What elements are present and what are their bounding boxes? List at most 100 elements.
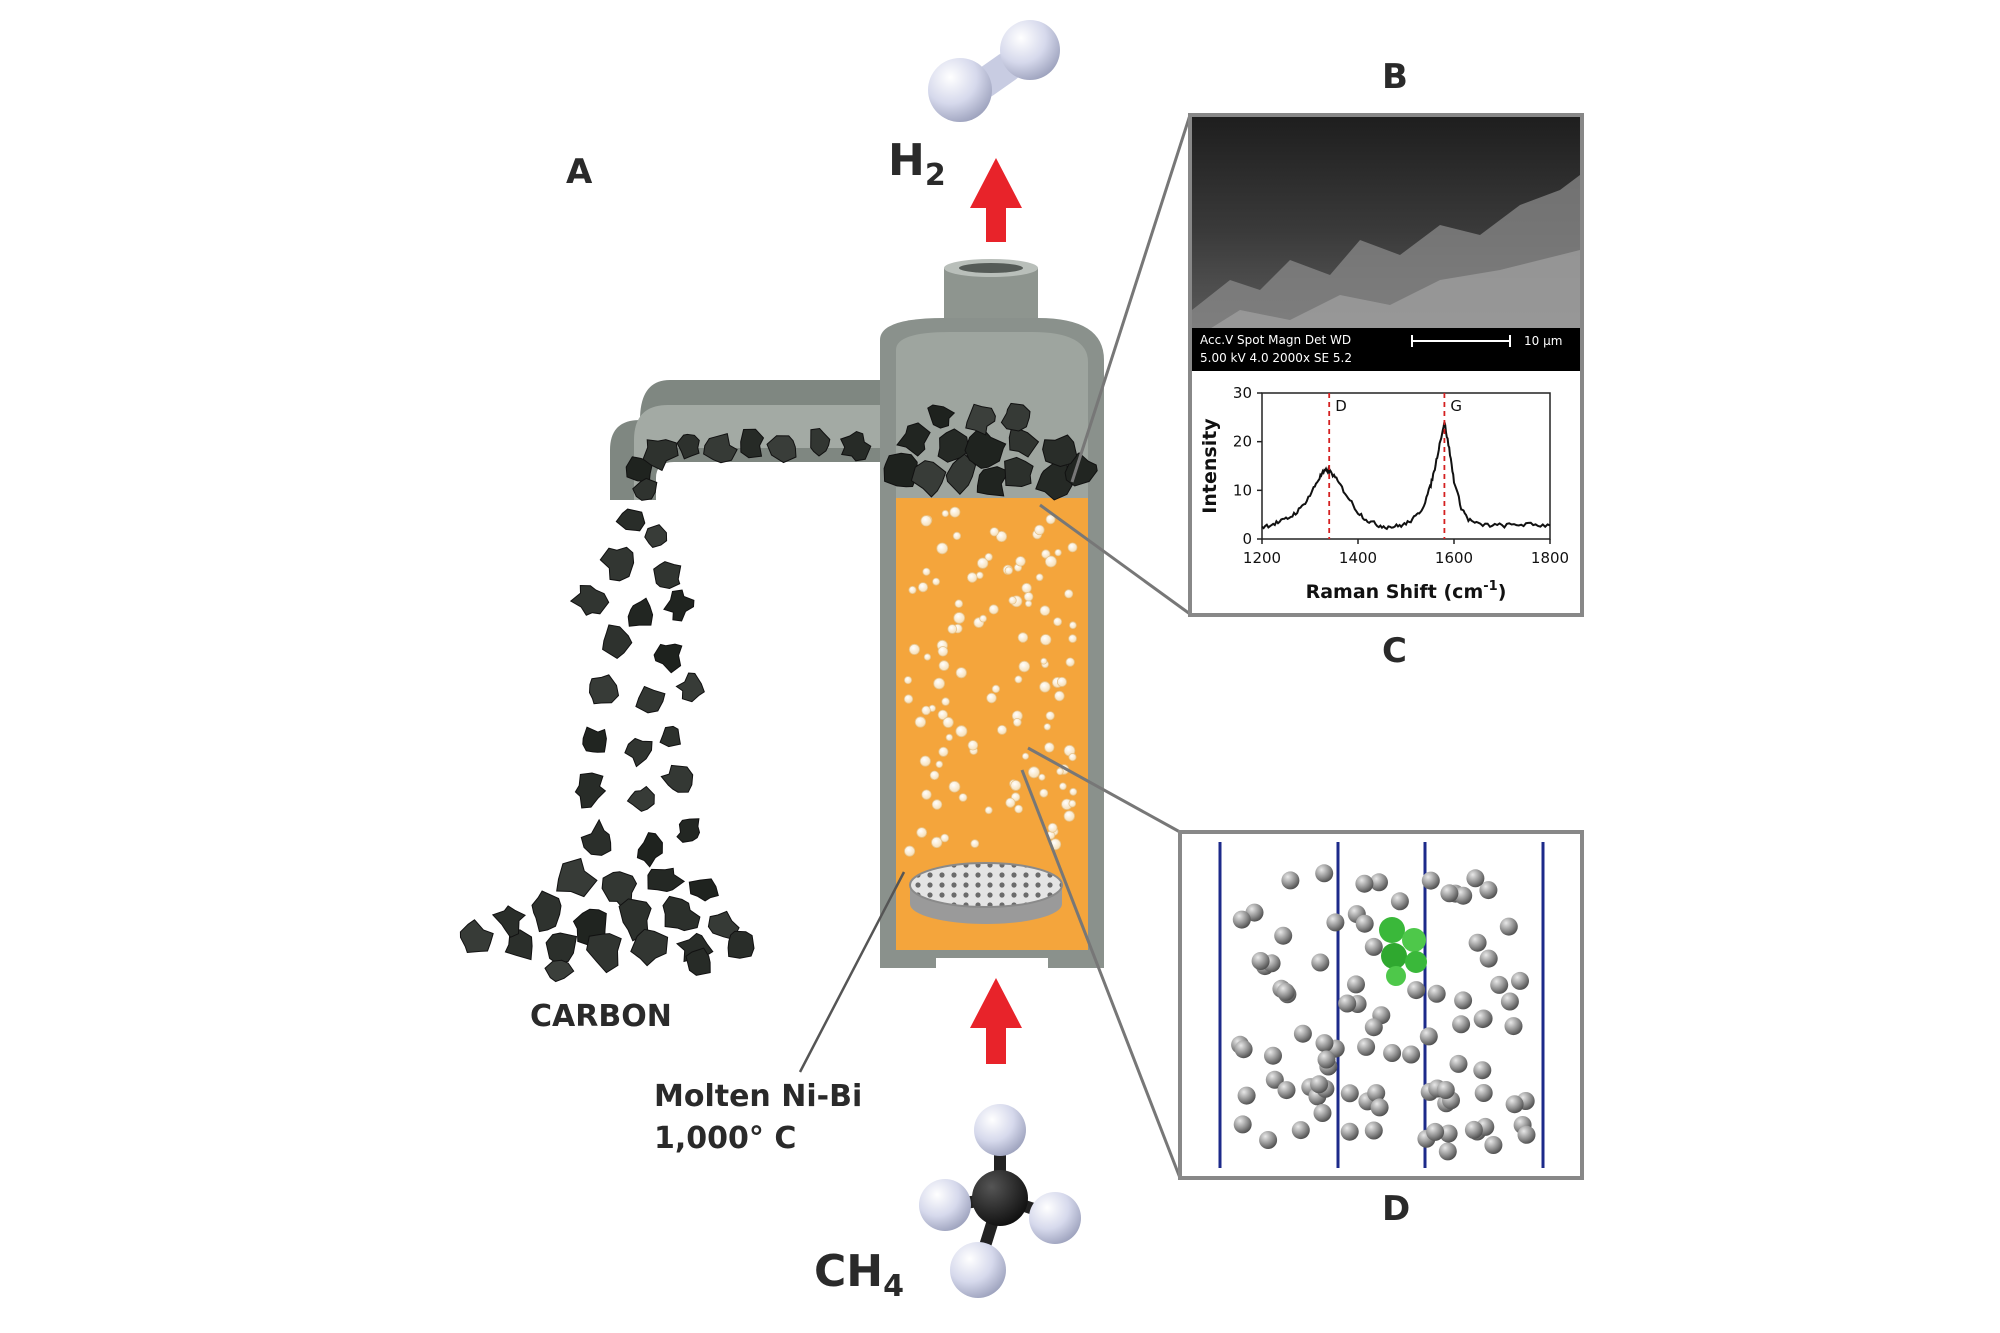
gas-bubble [949,506,961,518]
gas-bubble [1039,788,1049,798]
gas-bubble [916,827,927,838]
carbon-chunk [459,919,494,954]
md-atom [1464,1120,1483,1139]
md-atom [1293,1024,1312,1043]
md-atom [1264,1046,1282,1065]
gas-bubble [976,571,984,579]
raman-y-tick-label: 30 [1233,384,1252,402]
md-atom [1426,1122,1445,1141]
carbon-chunk [636,832,663,868]
md-atom [1454,886,1473,905]
md-atom [1439,1124,1458,1143]
carbon-chunk [663,589,695,622]
md-atom [1357,1037,1376,1056]
gas-bubble [1008,596,1017,605]
carbon-chunk [1008,428,1040,458]
carbon-chunk [659,725,681,748]
gas-bubble [1040,657,1048,665]
md-atom [1383,1044,1402,1062]
temperature-label: 1,000° C [654,1121,796,1156]
carbon-chunk [740,428,765,459]
gas-bubble [1054,548,1062,557]
raman-plot-area [1261,392,1551,540]
callout-line-d-top [1027,746,1181,834]
md-atom [1313,1104,1332,1122]
gas-bubble [941,509,949,518]
gas-bubble [1043,723,1051,731]
raman-y-tick-label: 0 [1242,530,1252,548]
panel-label-c: C [1382,631,1407,671]
gas-bubble [997,725,1007,735]
carbon-chunk [653,561,682,590]
gas-bubble [1039,605,1051,616]
carbon-chunk [1042,434,1078,468]
h2-label: H2 [888,135,946,193]
gas-bubble [991,684,1001,694]
carbon-chunk [544,959,575,983]
md-atom [1473,1010,1492,1029]
gas-bubble [955,667,967,679]
raman-x-tick-label: 1400 [1339,549,1377,567]
gas-bubble [952,531,962,541]
md-atom [1440,884,1459,903]
carbon-chunk [647,867,686,893]
carbon-chunk [582,726,607,753]
sem-scale-label: 10 µm [1524,334,1562,348]
gas-bubble [1014,675,1023,684]
md-atom [1281,871,1300,890]
gas-bubble [918,582,929,593]
md-atom [1517,1125,1536,1144]
carbon-chunk [676,433,700,460]
ch4-inflow-arrow [970,978,1022,1064]
gas-bubble [1005,797,1016,808]
raman-peak-label: G [1450,397,1462,415]
gas-bubble [937,709,948,720]
carbon-chunk [642,439,679,472]
gas-bubble [942,716,954,728]
carbon-chunk [627,597,654,627]
md-atom [1499,917,1518,936]
gas-bubble [1040,634,1052,646]
gas-bubble [903,694,914,704]
gas-bubble [1069,621,1077,629]
md-atom [1251,952,1270,970]
carbon-chunk [586,933,622,974]
molten-leader-line [798,871,906,1073]
panel-label-d: D [1382,1189,1410,1229]
raman-y-tick-label: 10 [1233,481,1252,499]
gas-bubble [1044,742,1055,753]
gas-bubble [931,836,943,849]
sem-info-row1: Acc.V Spot Magn Det WD [1200,333,1351,347]
carbon-chunk [662,895,701,932]
gas-bubble [1041,549,1051,559]
gas-bubble [1021,582,1032,594]
gas-bubble [937,646,949,657]
gas-bubble [904,676,913,685]
gas-bubble [1004,566,1013,575]
carbon-label: CARBON [530,999,672,1034]
md-atom [1259,1131,1278,1149]
carbon-chunk [599,546,635,582]
md-atom [1276,982,1295,1001]
md-atom [1326,913,1345,932]
md-atom [1291,1121,1310,1140]
carbon-chunk [624,737,653,768]
gas-bubble [1045,555,1057,568]
gas-bubble [1059,782,1067,791]
gas-bubble [1045,711,1055,721]
sem-info-row2: 5.00 kV 4.0 2000x SE 5.2 [1200,351,1352,365]
carbon-falling [459,508,755,983]
carbon-chunk [531,890,562,933]
panel-label-a: A [566,152,593,192]
gas-bubble [914,716,927,728]
carbon-chunk [569,584,610,616]
carbon-chunk [937,428,970,463]
gas-bubble [953,612,965,624]
raman-peak-label: D [1335,397,1347,415]
md-atom [1274,926,1293,945]
md-atom [1436,1081,1455,1099]
gas-bubble [984,806,993,815]
gas-bubble [1039,681,1051,693]
